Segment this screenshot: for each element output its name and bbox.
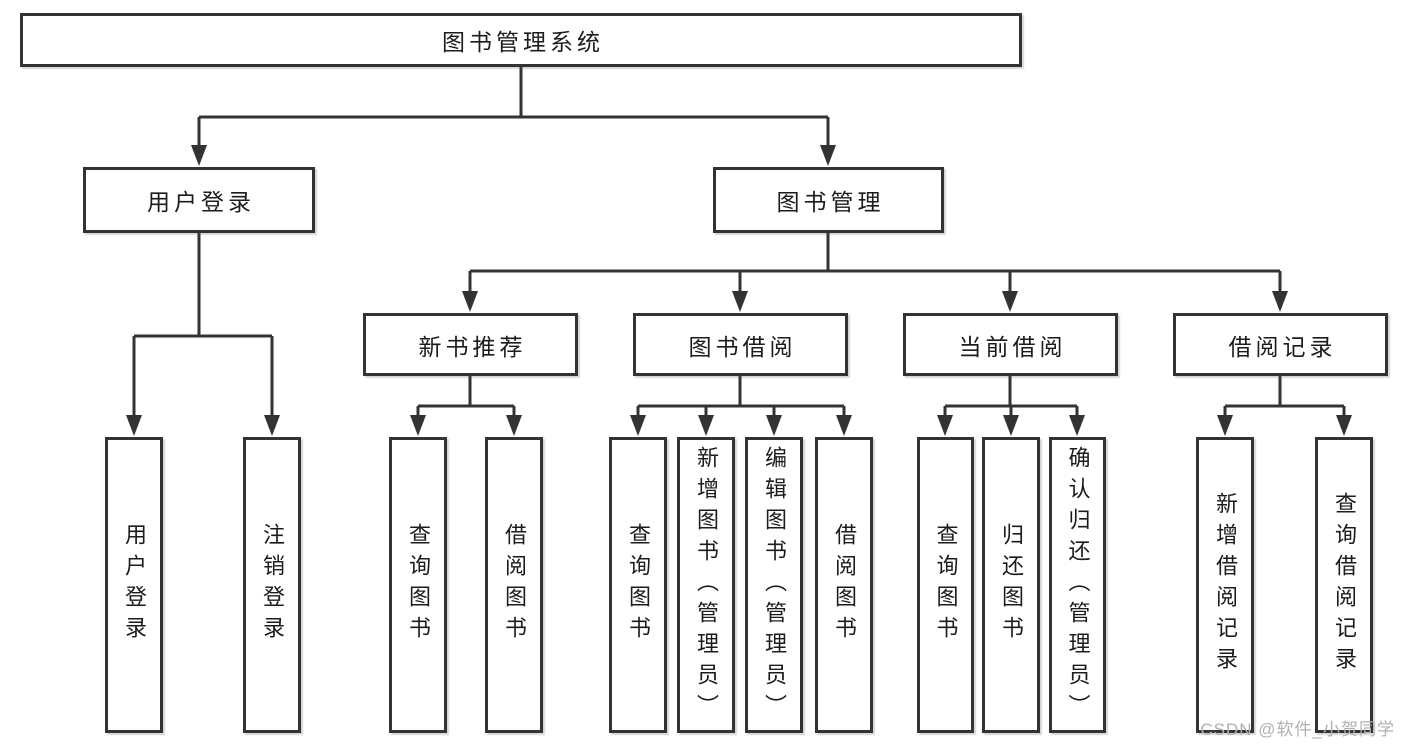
node-book-borrow-label: 图书借阅 — [688, 333, 797, 360]
arrowhead-icon — [1003, 415, 1019, 436]
arrowhead-icon — [1002, 291, 1018, 312]
node-user-login-label: 用户登录 — [147, 189, 255, 215]
leaf-user-login: 用户登录 — [105, 437, 163, 733]
leaf-query-books-recommend: 查询图书 — [389, 437, 447, 733]
arrowhead-icon — [191, 145, 207, 166]
leaf-borrow-book-label: 借阅图书 — [832, 523, 857, 647]
arrowhead-icon — [264, 415, 280, 436]
arrowhead-icon — [126, 415, 142, 436]
leaf-borrow-books-recommend: 借阅图书 — [485, 437, 543, 733]
leaf-query-borrow-record: 查询借阅记录 — [1315, 437, 1373, 733]
arrowhead-icon — [732, 291, 748, 312]
node-book-management-label: 图书管理 — [776, 189, 885, 215]
node-new-book-recommend-label: 新书推荐 — [418, 333, 527, 360]
arrowhead-icon — [462, 291, 478, 312]
node-root-system: 图书管理系统 — [20, 13, 1022, 67]
arrowhead-icon — [1217, 415, 1233, 436]
node-current-borrow-label: 当前借阅 — [958, 333, 1067, 360]
leaf-logout-label: 注销登录 — [260, 523, 285, 647]
leaf-logout: 注销登录 — [243, 437, 301, 733]
leaf-user-login-label: 用户登录 — [122, 523, 147, 647]
arrowhead-icon — [698, 415, 714, 436]
leaf-borrow-books-recommend-label: 借阅图书 — [502, 523, 527, 647]
node-book-borrow: 图书借阅 — [633, 313, 848, 376]
arrowhead-icon — [1272, 291, 1288, 312]
connector-line — [132, 233, 274, 431]
node-book-management: 图书管理 — [713, 167, 944, 233]
arrowhead-icon — [766, 415, 782, 436]
arrowhead-icon — [410, 415, 426, 436]
node-current-borrow: 当前借阅 — [903, 313, 1118, 376]
leaf-confirm-return-admin: 确认归还（管理员） — [1049, 437, 1106, 733]
arrowhead-icon — [506, 415, 522, 436]
node-root-label: 图书管理系统 — [442, 29, 604, 55]
leaf-confirm-return-admin-label: 确认归还（管理员） — [1065, 445, 1091, 725]
node-borrow-record-label: 借阅记录 — [1228, 333, 1337, 360]
arrowhead-icon — [1069, 415, 1085, 436]
leaf-add-borrow-record-label: 新增借阅记录 — [1213, 492, 1238, 678]
arrowhead-icon — [937, 415, 953, 436]
leaf-query-books-recommend-label: 查询图书 — [406, 523, 431, 647]
leaf-add-book-admin-label: 新增图书（管理员） — [694, 445, 719, 725]
leaf-return-book: 归还图书 — [982, 437, 1040, 733]
node-borrow-record: 借阅记录 — [1173, 313, 1388, 376]
arrowhead-icon — [820, 145, 836, 166]
connector-line — [1223, 376, 1346, 431]
arrowhead-icon — [630, 415, 646, 436]
leaf-add-book-admin: 新增图书（管理员） — [677, 437, 735, 733]
leaf-edit-book-admin-label: 编辑图书（管理员） — [762, 445, 787, 725]
connector-line — [468, 233, 1282, 307]
connector-line — [197, 67, 830, 161]
arrowhead-icon — [1336, 415, 1352, 436]
connector-line — [416, 376, 516, 431]
leaf-query-books-current: 查询图书 — [917, 437, 974, 733]
arrowhead-icon — [836, 415, 852, 436]
leaf-borrow-book: 借阅图书 — [815, 437, 873, 733]
node-new-book-recommend: 新书推荐 — [363, 313, 578, 376]
leaf-edit-book-admin: 编辑图书（管理员） — [745, 437, 803, 733]
leaf-add-borrow-record: 新增借阅记录 — [1196, 437, 1254, 733]
leaf-query-borrow-record-label: 查询借阅记录 — [1332, 492, 1357, 678]
connector-line — [636, 376, 846, 431]
leaf-query-books-current-label: 查询图书 — [933, 523, 959, 647]
leaf-query-books-borrow-label: 查询图书 — [626, 523, 651, 647]
csdn-watermark: CSDN @软件_小贺同学 — [1200, 720, 1395, 739]
leaf-return-book-label: 归还图书 — [999, 523, 1024, 647]
leaf-query-books-borrow: 查询图书 — [609, 437, 667, 733]
node-user-login: 用户登录 — [83, 167, 315, 233]
